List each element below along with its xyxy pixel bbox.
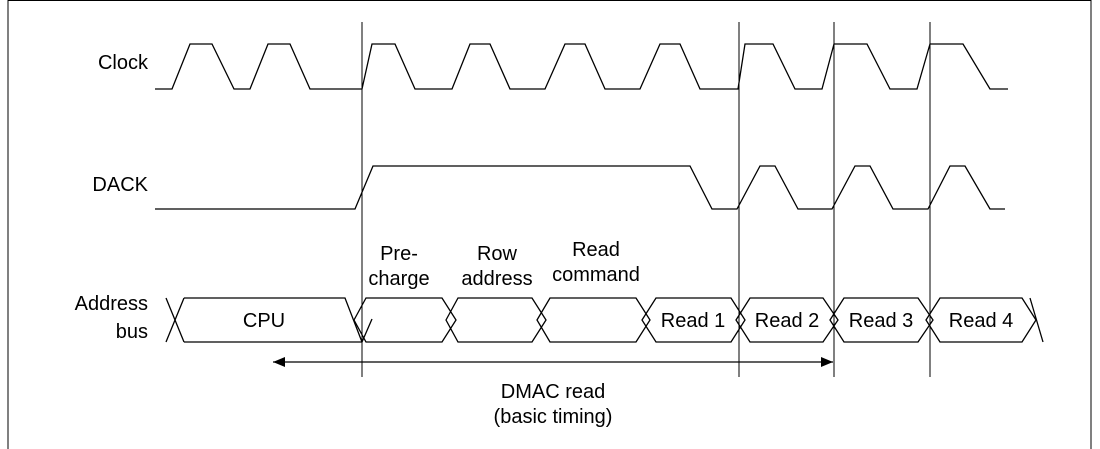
- dack-signal-label: DACK: [92, 174, 148, 196]
- address-bus-label-line2: bus: [116, 321, 148, 343]
- clock-waveform: [155, 43, 1008, 90]
- bus-segment-read1: Read 1: [661, 310, 726, 332]
- read-command-label-line1: Read: [572, 239, 620, 261]
- bus-segment-cpu: CPU: [243, 310, 285, 332]
- row-address-label-line1: Row: [477, 243, 518, 265]
- bus-segment-read2: Read 2: [755, 310, 820, 332]
- read-command-label-line2: command: [552, 264, 640, 286]
- clock-signal-label: Clock: [98, 52, 149, 74]
- precharge-label-line2: charge: [368, 268, 429, 290]
- diagram-frame: [7, 0, 1092, 449]
- row-address-label-line2: address: [461, 268, 532, 290]
- precharge-label-line1: Pre-: [380, 243, 418, 265]
- address-bus-label-line1: Address: [75, 293, 148, 315]
- dmac-read-annotation-line1: DMAC read: [501, 381, 605, 403]
- dmac-read-annotation-line2: (basic timing): [494, 406, 613, 428]
- address-bus-waveform: [165, 297, 1044, 344]
- dack-waveform: [155, 165, 1005, 210]
- bus-segment-read3: Read 3: [849, 310, 914, 332]
- bus-segment-read4: Read 4: [949, 310, 1014, 332]
